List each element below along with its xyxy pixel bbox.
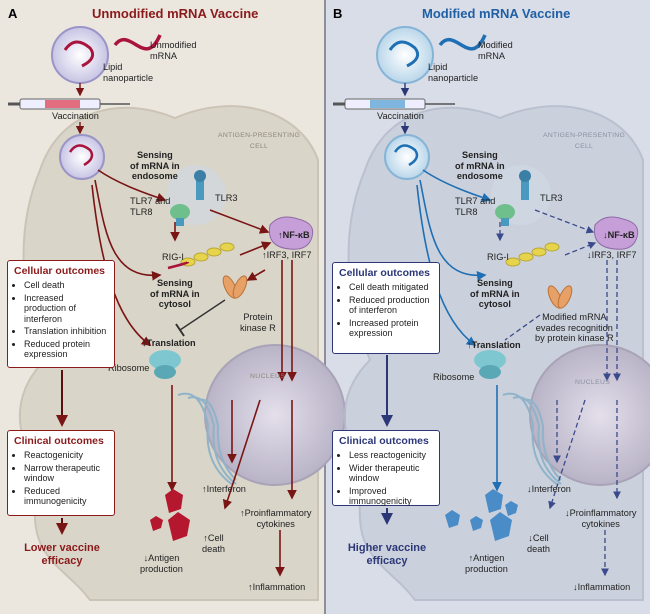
nfkb-label-b: ↓NF-κB <box>603 230 635 240</box>
nucleus-a <box>204 344 346 486</box>
clinical-item-a: Narrow therapeutic window <box>24 463 108 484</box>
apc-label-a: ANTIGEN-PRESENTING CELL <box>218 132 301 150</box>
clinical-title-b: Clinical outcomes <box>339 435 429 447</box>
tlr78-a <box>170 204 190 226</box>
rig-i-b <box>505 242 560 267</box>
clinical-outcomes-a: Clinical outcomes Reactogenicity Narrow … <box>7 430 115 516</box>
sensing-cytosol-a: Sensing of mRNA in cytosol <box>150 278 200 309</box>
cellular-item-a: Cell death <box>24 280 108 291</box>
tlr3-a <box>194 170 206 200</box>
endosome-a <box>59 134 105 180</box>
tlr3-b <box>519 170 531 200</box>
antigen-fragments-a <box>150 489 190 541</box>
ribosome-a <box>149 350 181 379</box>
sensing-cytosol-b: Sensing of mRNA in cytosol <box>470 278 520 309</box>
vaccination-label-a: Vaccination <box>52 111 99 121</box>
mrna-label-a: Unmodified mRNA <box>150 40 197 61</box>
free-mrna-a <box>113 34 162 51</box>
nucleus-label-a: NUCLEUS <box>250 373 286 380</box>
panel-a-letter: A <box>8 6 18 21</box>
nucleus-label-b: NUCLEUS <box>575 379 611 386</box>
pkr-a <box>222 275 248 299</box>
clinical-item-b: Wider therapeutic window <box>349 463 433 484</box>
ribosome-b <box>474 350 506 379</box>
lnp-a <box>51 26 109 84</box>
cytokines-label-b: ↓Proinflammatory cytokines <box>565 508 637 529</box>
vaccination-label-b: Vaccination <box>377 111 424 121</box>
panel-b-title: Modified mRNA Vaccine <box>422 6 571 21</box>
tlr78-label-a: TLR7 and TLR8 <box>130 196 171 217</box>
cell-death-label-a: ↑Cell death <box>202 533 225 554</box>
translation-label-a: ↓Translation <box>142 338 196 348</box>
clinical-outcomes-b: Clinical outcomes Less reactogenicity Wi… <box>332 430 440 506</box>
mrna-label-b: Modified mRNA <box>478 40 513 61</box>
cell-death-label-b: ↓Cell death <box>527 533 550 554</box>
clinical-title-a: Clinical outcomes <box>14 435 104 447</box>
ribosome-label-a: Ribosome <box>108 363 150 373</box>
rig-label-a: RIG-I <box>162 252 184 262</box>
cellular-item-b: Increased protein expression <box>349 318 433 339</box>
cytokines-label-a: ↑Proinflammatory cytokines <box>240 508 312 529</box>
tlr3-label-a: TLR3 <box>215 193 238 203</box>
cellular-title-a: Cellular outcomes <box>14 265 106 277</box>
antigen-label-a: ↓Antigen production <box>140 553 183 574</box>
tlr3-label-b: TLR3 <box>540 193 563 203</box>
cellular-item-b: Cell death mitigated <box>349 282 433 293</box>
cellular-outcomes-a: Cellular outcomes Cell death Increased p… <box>7 260 115 368</box>
sensing-endosome-b: Sensing of mRNA in endosome <box>455 150 505 181</box>
rig-label-b: RIG-I <box>487 252 509 262</box>
cellular-item-a: Increased production of interferon <box>24 293 108 325</box>
endosome-b <box>384 134 430 180</box>
panel-b-letter: B <box>333 6 343 21</box>
antigen-proteins-b <box>445 489 518 541</box>
pkr-b <box>547 285 573 309</box>
nfkb-label-a: ↑NF-κB <box>278 230 310 240</box>
panel-a-title: Unmodified mRNA Vaccine <box>92 6 259 21</box>
clinical-item-b: Improved immunogenicity <box>349 486 433 507</box>
lnp-b <box>376 26 434 84</box>
tlr78-b <box>495 204 515 226</box>
cellular-title-b: Cellular outcomes <box>339 267 431 279</box>
apc-label-b: ANTIGEN-PRESENTING CELL <box>543 132 626 150</box>
antigen-label-b: ↑Antigen production <box>465 553 508 574</box>
tlr78-label-b: TLR7 and TLR8 <box>455 196 496 217</box>
cellular-item-a: Reduced protein expression <box>24 339 108 360</box>
panel-divider <box>324 0 326 614</box>
nfkb-complex-b <box>593 216 639 250</box>
pkr-label-a: Protein kinase R <box>240 312 276 333</box>
lnp-label-b: Lipid nanoparticle <box>428 62 479 83</box>
inflammation-label-a: ↑Inflammation <box>248 582 306 592</box>
clinical-item-b: Less reactogenicity <box>349 450 433 461</box>
interferon-label-b: ↓Interferon <box>527 484 571 494</box>
inflammation-label-b: ↓Inflammation <box>573 582 631 592</box>
pkr-evade-label-b: Modified mRNA evades recognition by prot… <box>535 312 614 343</box>
translation-label-b: ↑Translation <box>467 340 521 350</box>
clinical-item-a: Reactogenicity <box>24 450 108 461</box>
clinical-item-a: Reduced immunogenicity <box>24 486 108 507</box>
ribosome-label-b: Ribosome <box>433 372 475 382</box>
er-b <box>502 392 562 486</box>
nfkb-complex-a <box>268 216 314 250</box>
irf-label-a: ↑IRF3, IRF7 <box>262 250 312 260</box>
mrna-in-lnp-a <box>63 40 95 68</box>
cellular-outcomes-b: Cellular outcomes Cell death mitigated R… <box>332 262 440 354</box>
er-a <box>177 392 237 486</box>
efficacy-a: Lower vaccine efficacy <box>24 542 100 567</box>
efficacy-b: Higher vaccine efficacy <box>347 542 427 567</box>
irf-label-b: ↓IRF3, IRF7 <box>587 250 637 260</box>
syringe-b <box>333 98 455 110</box>
cellular-item-b: Reduced production of interferon <box>349 295 433 316</box>
sensing-endosome-a: Sensing of mRNA in endosome <box>130 150 180 181</box>
interferon-label-a: ↑Interferon <box>202 484 246 494</box>
cellular-item-a: Translation inhibition <box>24 326 108 337</box>
syringe-a <box>8 98 130 110</box>
lnp-label-a: Lipid nanoparticle <box>103 62 154 83</box>
